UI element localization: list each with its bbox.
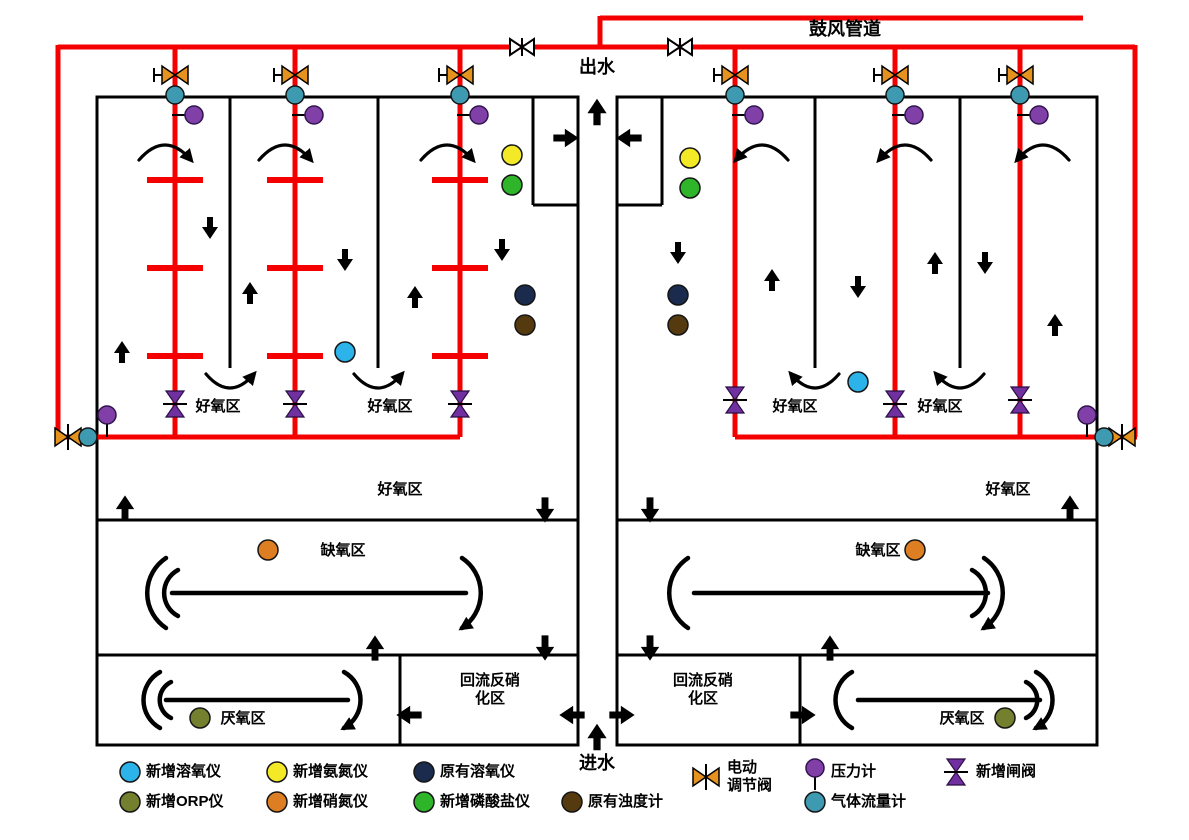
control-valve-icon — [274, 66, 308, 84]
gate-valve-icon — [447, 390, 473, 418]
label-line: 回流反硝 — [459, 672, 521, 689]
label-line: 回流反硝 — [672, 672, 734, 689]
aerobic-area-label: 好氧区 — [772, 398, 818, 415]
gas-flow-meter — [78, 427, 98, 447]
anoxic-zone-label: 缺氧区 — [320, 542, 366, 559]
sensors — [78, 85, 1114, 729]
gas-flow-meter — [450, 85, 470, 105]
anoxic-zone-label: 缺氧区 — [855, 542, 901, 559]
legend-orp-icon — [119, 791, 141, 813]
legend-gas-flow-icon — [804, 791, 826, 813]
control-valve-icon — [154, 66, 188, 84]
legend-label-do-old: 原有溶氧仪 — [440, 763, 516, 780]
gas-flow-meter — [725, 85, 745, 105]
legend-label-nitrate: 新增硝氮仪 — [293, 793, 369, 810]
gate-valve-icon — [1007, 386, 1033, 414]
header-valve-icon — [509, 37, 535, 57]
valves — [55, 37, 1135, 450]
do-old-sensor — [667, 284, 689, 306]
legend-label-ammonia: 新增氨氮仪 — [293, 763, 369, 780]
do-new-sensor — [847, 371, 869, 393]
influent-arrow — [587, 723, 607, 751]
control-valve-icon — [999, 66, 1033, 84]
legend-do-old-icon — [413, 761, 435, 783]
label-line: 化区 — [474, 690, 506, 707]
tank-walls — [95, 95, 1099, 747]
legend-label-orp: 新增ORP仪 — [146, 793, 224, 810]
aerobic-area-label: 好氧区 — [367, 398, 413, 415]
nitrate-sensor — [257, 539, 279, 561]
legend-icons — [119, 758, 969, 813]
aerobic-area-label: 好氧区 — [917, 398, 963, 415]
return-denit-zone-label: 回流反硝 化区 — [673, 672, 733, 708]
blower-pipeline-label: 鼓风管道 — [809, 19, 881, 40]
influent-label: 进水 — [579, 753, 615, 774]
gas-flow-meter — [1094, 427, 1114, 447]
blower-piping — [55, 15, 1138, 440]
effluent-label: 出水 — [579, 57, 615, 78]
legend-nitrate-icon — [266, 791, 288, 813]
phosphate-sensor — [679, 177, 701, 199]
control-valve-icon — [714, 66, 748, 84]
ammonia-sensor — [679, 147, 701, 169]
legend-label-gas-flow: 气体流量计 — [831, 793, 907, 810]
aerobic-area-label: 好氧区 — [195, 398, 241, 415]
gate-valve-icon — [162, 390, 188, 418]
phosphate-sensor — [501, 174, 523, 196]
gate-valve-icon — [882, 390, 908, 418]
label-line: 化区 — [687, 690, 719, 707]
flow-arrows — [114, 98, 1080, 751]
legend-do-new-icon — [119, 761, 141, 783]
gas-flow-meter — [885, 85, 905, 105]
turbidity-sensor — [514, 314, 536, 336]
left-train-outline — [95, 95, 580, 747]
aerobic-zone-label: 好氧区 — [985, 481, 1031, 498]
gas-flow-meter — [1010, 85, 1030, 105]
do-old-sensor — [514, 284, 536, 306]
anaerobic-zone-label: 厌氧区 — [220, 710, 266, 727]
legend-control-valve-icon — [693, 764, 719, 790]
legend-label-control-valve: 电动 调节阀 — [727, 759, 772, 795]
legend-phosphate-icon — [413, 791, 435, 813]
label-line: 调节阀 — [727, 777, 773, 794]
legend-gate-valve-icon — [943, 758, 969, 786]
orp-sensor — [994, 707, 1016, 729]
pressure-gauge — [97, 405, 117, 438]
right-train-outline — [615, 95, 1099, 747]
label-line: 电动 — [727, 759, 758, 776]
orp-sensor — [189, 707, 211, 729]
legend-label-turbidity: 原有浊度计 — [588, 793, 664, 810]
ammonia-sensor — [501, 144, 523, 166]
gas-flow-meter — [165, 85, 185, 105]
control-valve-icon — [874, 66, 908, 84]
legend-label-pressure: 压力计 — [831, 763, 877, 780]
header-valve-icon — [667, 37, 693, 57]
mixer-loops — [141, 555, 1055, 731]
anaerobic-zone-label: 厌氧区 — [939, 710, 985, 727]
legend-label-do-new: 新增溶氧仪 — [146, 763, 222, 780]
control-valve-icon — [439, 66, 473, 84]
legend-ammonia-icon — [266, 761, 288, 783]
legend-label-phosphate: 新增磷酸盐仪 — [440, 793, 531, 810]
legend-pressure-gauge-icon — [805, 758, 825, 791]
effluent-arrow — [587, 98, 607, 126]
aerobic-zone-label: 好氧区 — [377, 481, 423, 498]
gate-valve-icon — [282, 390, 308, 418]
nitrate-sensor — [904, 539, 926, 561]
legend-turbidity-icon — [561, 791, 583, 813]
gate-valve-icon — [722, 386, 748, 414]
pressure-gauge — [1077, 405, 1097, 438]
gas-flow-meter — [285, 85, 305, 105]
turbidity-sensor — [667, 314, 689, 336]
return-denit-zone-label: 回流反硝 化区 — [460, 672, 520, 708]
curved-arrows — [137, 143, 1071, 390]
do-new-sensor — [334, 341, 356, 363]
legend-label-gate-valve: 新增闸阀 — [976, 763, 1037, 780]
